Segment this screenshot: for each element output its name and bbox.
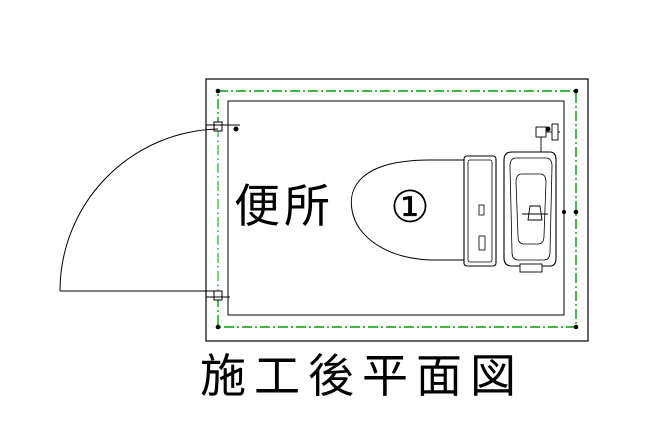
room-label: 便所: [234, 179, 334, 233]
door-swing-arc: [59, 128, 219, 292]
supply-valve: [535, 123, 560, 152]
door-jambs: [205, 121, 240, 301]
door-opening: [207, 127, 227, 295]
toilet-bowl: [350, 159, 465, 261]
toilet-seat-base: [463, 155, 497, 267]
plan-title: 施工後平面図: [200, 349, 524, 403]
door-hinge: [233, 126, 239, 132]
fixture-number-label: ①: [390, 182, 430, 233]
